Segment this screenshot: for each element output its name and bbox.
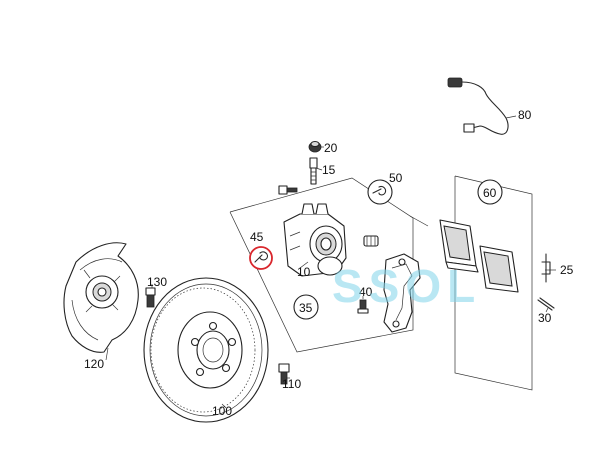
watermark-logo: SSOL: [332, 260, 481, 312]
label-130: 130: [147, 275, 167, 289]
label-25: 25: [560, 263, 574, 277]
pin-30[interactable]: [537, 297, 555, 311]
label-circle-60[interactable]: [477, 179, 503, 205]
bolt-40[interactable]: [357, 299, 369, 314]
bleed-valve-15[interactable]: [309, 157, 318, 185]
label-80: 80: [518, 108, 532, 122]
label-40: 40: [359, 285, 373, 299]
label-45: 45: [250, 230, 264, 244]
label-110: 110: [282, 377, 301, 391]
label-15: 15: [322, 163, 336, 177]
label-circle-35[interactable]: [293, 294, 319, 320]
label-10: 10: [297, 265, 311, 279]
screw-130[interactable]: [145, 287, 156, 308]
label-circle-50[interactable]: [367, 179, 393, 205]
label-30: 30: [538, 311, 552, 325]
wear-sensor[interactable]: [447, 77, 509, 135]
brake-pads[interactable]: [439, 219, 519, 293]
brake-disc[interactable]: [143, 277, 269, 423]
label-100: 100: [212, 404, 232, 418]
dust-cap-20[interactable]: [308, 141, 322, 153]
spring-clip-25[interactable]: [541, 253, 551, 283]
caliper-carrier[interactable]: [383, 253, 421, 333]
label-20: 20: [324, 141, 338, 155]
label-35: 35: [299, 301, 313, 315]
label-120: 120: [84, 357, 104, 371]
label-60: 60: [483, 186, 497, 200]
brake-caliper[interactable]: [283, 203, 347, 277]
dust-shield[interactable]: [63, 242, 139, 353]
highlight-circle-45[interactable]: [249, 246, 273, 270]
bracket-bolt[interactable]: [278, 185, 298, 195]
label-50: 50: [389, 171, 403, 185]
guide-pin[interactable]: [363, 235, 379, 247]
leader-lines: [105, 115, 556, 409]
